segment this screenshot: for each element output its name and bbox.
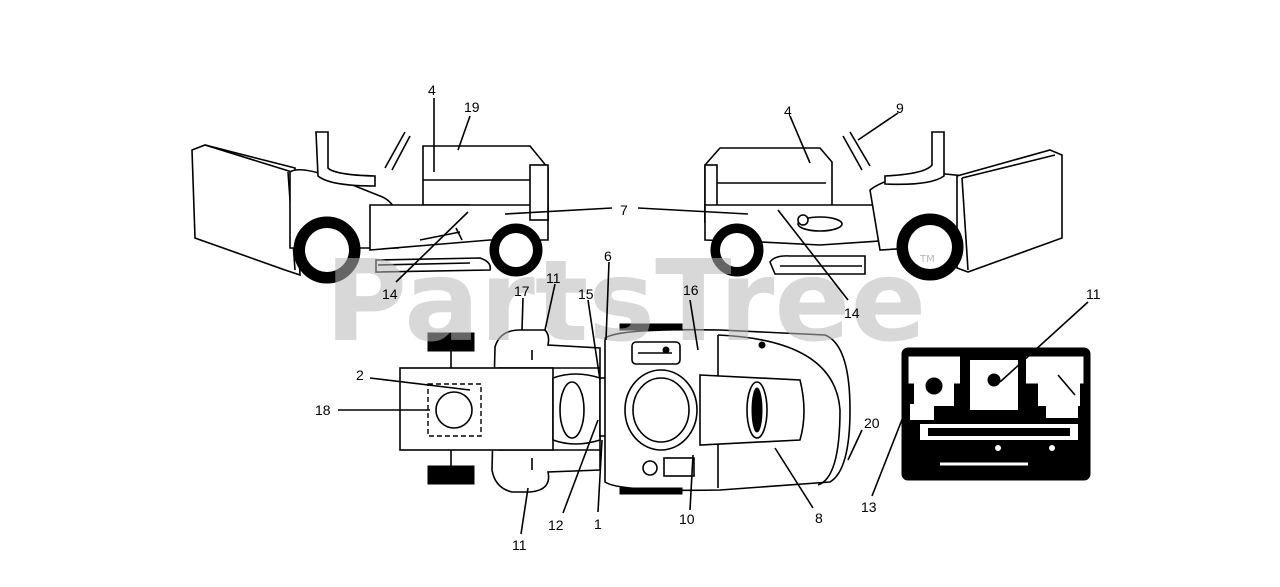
callout-11-panel: 11 xyxy=(1086,286,1101,302)
grass-bag-right xyxy=(956,149,1063,273)
watermark-trademark: TM xyxy=(919,254,935,265)
callout-2: 2 xyxy=(356,367,364,383)
callout-10: 10 xyxy=(679,511,695,527)
mower-right-side-view xyxy=(704,131,1063,281)
callout-16: 16 xyxy=(683,282,699,298)
control-panel-detail xyxy=(901,347,1091,481)
callout-4-left: 4 xyxy=(428,82,436,98)
callout-14-right: 14 xyxy=(844,305,860,321)
mower-left-side-view xyxy=(191,131,549,284)
mower-top-view xyxy=(399,323,851,495)
mower-deck-right xyxy=(769,255,866,275)
callout-4-right: 4 xyxy=(784,103,792,119)
mower-deck-left xyxy=(375,257,492,273)
callout-7: 7 xyxy=(620,202,628,218)
callout-20: 20 xyxy=(864,415,880,431)
callout-11-bottom: 11 xyxy=(512,537,527,553)
seat-left xyxy=(315,131,376,187)
callout-11-top: 11 xyxy=(546,270,561,286)
callout-9: 9 xyxy=(896,100,904,116)
callout-18: 18 xyxy=(315,402,331,418)
leader-lines xyxy=(338,98,1089,535)
grass-bag-left xyxy=(191,144,301,277)
callout-labels: 4 19 7 14 4 9 14 6 11 17 15 16 2 18 12 1… xyxy=(315,82,1101,553)
seat-right xyxy=(884,131,945,186)
callout-6: 6 xyxy=(604,248,612,264)
callout-1: 1 xyxy=(594,516,602,532)
callout-17: 17 xyxy=(514,283,530,299)
rear-wheel-top-lower xyxy=(427,465,475,485)
callout-13: 13 xyxy=(861,499,877,515)
grass-collector-top xyxy=(399,367,554,451)
callout-14-left: 14 xyxy=(382,286,398,302)
callout-12: 12 xyxy=(548,517,564,533)
watermark: PartsTree xyxy=(325,237,926,367)
callout-15: 15 xyxy=(578,286,594,302)
callout-8: 8 xyxy=(815,510,823,526)
callout-19: 19 xyxy=(464,99,480,115)
